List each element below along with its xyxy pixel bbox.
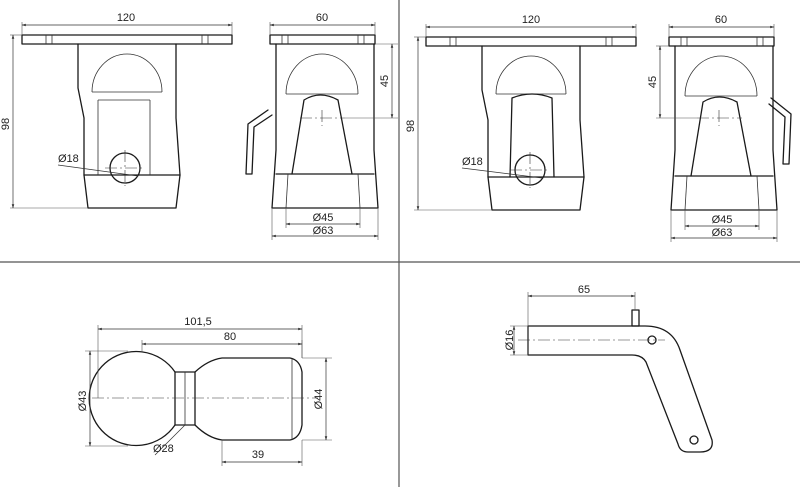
mount-a-front-view — [21, 34, 233, 209]
tow-ball-body-dia-label: Ø44 — [313, 389, 325, 410]
mount-b-height-label: 98 — [405, 120, 417, 132]
mount-a-side-width-label: 60 — [316, 12, 328, 24]
mount-a-hole-label: Ø18 — [58, 153, 79, 165]
mount-a-front-dims — [10, 22, 233, 209]
bent-pin-dims — [510, 292, 636, 356]
mount-b-side-view — [668, 36, 792, 211]
tow-ball-dims — [85, 325, 332, 466]
tow-ball-body-label: 80 — [224, 331, 236, 343]
tow-ball-view — [88, 350, 318, 447]
mount-a-outer-dia-label: Ø63 — [313, 225, 334, 237]
tow-ball-shank-label: 39 — [252, 449, 264, 461]
mount-b-width-label: 120 — [522, 14, 540, 26]
mount-a-inner-dia-label: Ø45 — [313, 212, 334, 224]
tow-ball-overall-label: 101,5 — [184, 316, 212, 328]
mount-b-front-view — [425, 36, 637, 211]
mount-a-side-dims — [269, 22, 398, 240]
mount-a-height-label: 98 — [0, 118, 12, 130]
mount-a-side-view — [245, 34, 379, 209]
mount-b-side-dims — [656, 24, 778, 242]
tow-ball-ball-dia-label: Ø43 — [77, 391, 89, 412]
mount-b-side-height-label: 45 — [647, 76, 659, 88]
mount-a-side-height-label: 45 — [379, 75, 391, 87]
tow-ball-neck-dia-label: Ø28 — [153, 443, 174, 455]
mount-b-outer-dia-label: Ø63 — [712, 227, 733, 239]
mount-b-side-width-label: 60 — [715, 14, 727, 26]
bent-pin-dia-label: Ø16 — [504, 330, 516, 351]
mount-a-width-label: 120 — [117, 12, 135, 24]
mount-b-inner-dia-label: Ø45 — [712, 214, 733, 226]
bent-pin-view — [518, 309, 713, 453]
bent-pin-length-label: 65 — [578, 284, 590, 296]
mount-b-hole-label: Ø18 — [462, 156, 483, 168]
mount-b-front-dims — [414, 24, 637, 211]
